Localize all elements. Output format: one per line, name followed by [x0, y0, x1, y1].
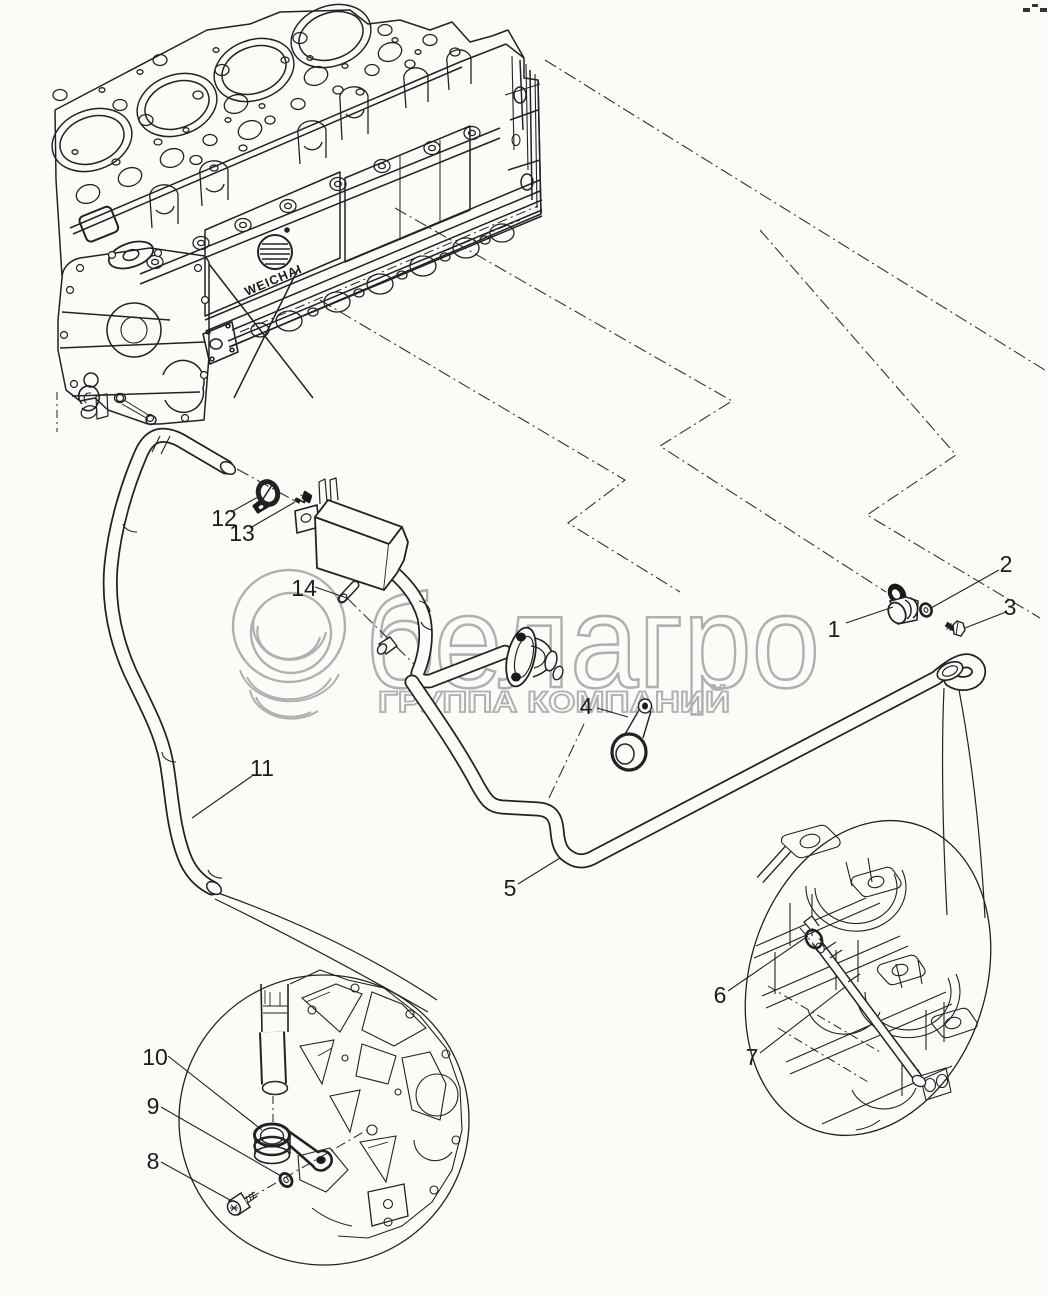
svg-text:4: 4 [580, 693, 593, 719]
svg-text:3: 3 [1004, 594, 1017, 620]
svg-text:2: 2 [1000, 551, 1013, 577]
svg-text:белагро: белагро [365, 568, 820, 715]
svg-text:11: 11 [250, 755, 274, 781]
svg-text:9: 9 [147, 1093, 160, 1119]
svg-text:6: 6 [714, 982, 727, 1008]
svg-text:12: 12 [211, 505, 237, 531]
svg-text:13: 13 [229, 520, 255, 546]
svg-text:8: 8 [147, 1148, 160, 1174]
svg-text:14: 14 [291, 575, 317, 601]
svg-text:1: 1 [828, 616, 841, 642]
svg-text:10: 10 [142, 1044, 168, 1070]
svg-text:5: 5 [504, 875, 517, 901]
